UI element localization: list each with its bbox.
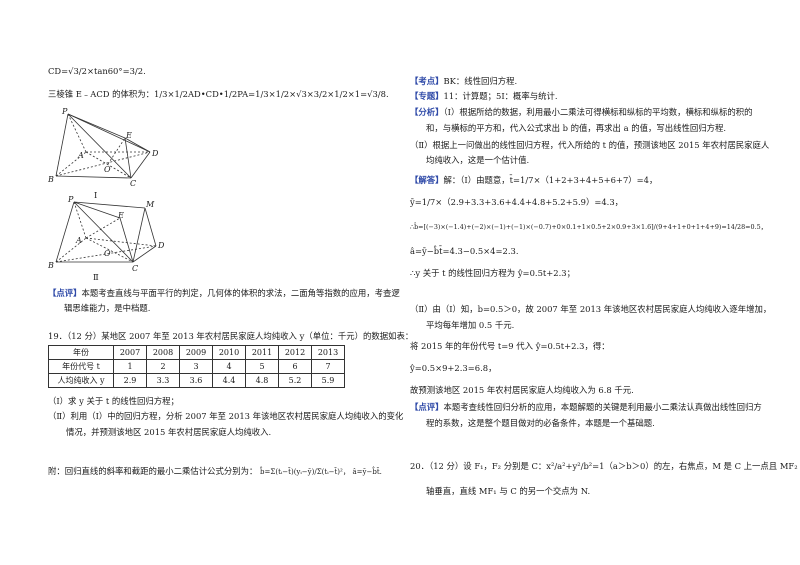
part2-line-3: 将 2015 年的年份代号 t=9 代入 ŷ=0.5t+2.3，得：: [410, 341, 610, 351]
part2-line-2: 平均每年增加 0.5 千元.: [426, 320, 515, 330]
jieda-line-1: 【解答】解：（Ⅰ）由题意，t̄=1/7×（1+2+3+4+5+6+7）=4，: [410, 175, 657, 186]
dianping-text-1: 本题考查线性回归分析的应用，本题解题的关键是利用最小二乘法认真做出线性回归方: [443, 402, 762, 412]
kaodian-text: BK：线性回归方程.: [443, 76, 518, 86]
formula-a: â=ȳ−b̂t̄.: [352, 468, 382, 476]
q19-part1: （Ⅰ）求 y 关于 t 的线性回归方程；: [48, 396, 179, 406]
table-cell: 5: [245, 359, 279, 374]
cd-equation: CD=√3/2×tan60°=3/2.: [48, 66, 146, 76]
table-cell: 2013: [311, 345, 345, 360]
fenxi-tag: 【分析】: [410, 107, 444, 117]
jieda-line-4: â=ȳ−b̂t̄=4.3−0.5×4=2.3.: [410, 246, 519, 256]
q20-line-1: 20．（12 分）设 F₁，F₂ 分别是 C：x²/a²+y²/b²=1（a＞b…: [410, 461, 800, 471]
table-cell: 4.8: [245, 373, 279, 388]
fig2-label-d: D: [157, 241, 165, 250]
table-cell: 年份代号 t: [48, 359, 114, 374]
volume-expression: 1/3×1/2AD•CD•1/2PA=1/3×1/2×√3×3/2×1/2×1=…: [153, 89, 389, 99]
table-row-years: 年份 2007 2008 2009 2010 2011 2012 2013: [48, 345, 345, 360]
table-cell: 7: [311, 359, 345, 374]
income-table: 年份 2007 2008 2009 2010 2011 2012 2013 年份…: [48, 345, 345, 388]
left-comment-text-1: 本题考查直线与平面平行的判定，几何体的体积的求法，二面角等指数的应用，考查逻: [81, 288, 400, 298]
table-cell: 6: [278, 359, 312, 374]
part2-line-4: ŷ=0.5×9+2.3=6.8，: [410, 363, 497, 373]
fig1-label-b: B: [48, 175, 54, 184]
dianping-line-2: 程的系数，这是整个题目做对的必备条件，本题是一个基础题.: [426, 418, 655, 428]
left-comment-line-1: 【点评】本题考查直线与平面平行的判定，几何体的体积的求法，二面角等指数的应用，考…: [48, 288, 400, 299]
table-row-y: 人均纯收入 y 2.9 3.3 3.6 4.4 4.8 5.2 5.9: [48, 373, 345, 388]
q19-header: 19．（12 分）某地区 2007 年至 2013 年农村居民家庭人均纯收入 y…: [48, 331, 414, 341]
fig2-label-o: O: [104, 249, 111, 258]
fenxi-line-4: 均纯收入，这是一个估计值.: [426, 155, 530, 165]
figure-2-label: Ⅱ: [93, 272, 99, 282]
table-cell: 2009: [179, 345, 213, 360]
fig1-label-c: C: [130, 179, 136, 188]
table-cell: 3.6: [179, 373, 213, 388]
figure-2-solid: P M E A O D B C: [48, 196, 165, 272]
dianping-line-1: 【点评】本题考查线性回归分析的应用，本题解题的关键是利用最小二乘法认真做出线性回…: [410, 402, 762, 413]
fenxi-line-2: 和，与横标的平方和，代入公式求出 b 的值，再求出 a 的值，写出线性回归方程.: [426, 123, 727, 133]
table-cell: 2008: [146, 345, 180, 360]
table-cell: 3.3: [146, 373, 180, 388]
kaodian-line: 【考点】BK：线性回归方程.: [410, 76, 517, 87]
q19-part2-line-1: （Ⅱ）利用（Ⅰ）中的回归方程，分析 2007 年至 2013 年该地区农村居民家…: [48, 411, 404, 421]
jieda-tag: 【解答】: [410, 175, 444, 185]
kaodian-tag: 【考点】: [410, 76, 444, 86]
fig1-label-o: O: [104, 165, 111, 174]
volume-prefix: 三棱锥 E﹣ACD 的体积为：: [48, 89, 154, 99]
left-comment-tag: 【点评】: [48, 288, 82, 298]
table-cell: 2011: [245, 345, 279, 360]
part2-line-5: 故预测该地区 2015 年农村居民家庭人均纯收入为 6.8 千元.: [410, 385, 634, 395]
table-cell: 2.9: [113, 373, 147, 388]
fenxi-line-3: （Ⅱ）根据上一问做出的线性回归方程，代入所给的 t 的值，预测该地区 2015 …: [410, 140, 770, 150]
fenxi-text-1: （Ⅰ）根据所给的数据，利用最小二乘法可得横标和纵标的平均数，横标和纵标的积的: [443, 107, 753, 117]
volume-equation: 三棱锥 E﹣ACD 的体积为：1/3×1/2AD•CD•1/2PA=1/3×1/…: [48, 89, 389, 100]
table-cell: 5.9: [311, 373, 345, 388]
formula-note-prefix: 附：回归直线的斜率和截距的最小二乘估计公式分别为：: [48, 466, 258, 476]
table-cell: 3: [179, 359, 213, 374]
fig2-label-c: C: [132, 264, 138, 272]
fig2-label-b: B: [48, 261, 54, 270]
jieda-text-1: 解：（Ⅰ）由题意，t̄=1/7×（1+2+3+4+5+6+7）=4，: [443, 175, 658, 185]
zhuanti-tag: 【专题】: [410, 91, 444, 101]
jieda-line-2: ȳ=1/7×（2.9+3.3+3.6+4.4+4.8+5.2+5.9）=4.3，: [410, 197, 624, 207]
table-cell: 年份: [48, 345, 114, 360]
fig2-label-a: A: [75, 236, 82, 245]
table-cell: 人均纯收入 y: [48, 373, 114, 388]
fig2-label-p: P: [67, 196, 74, 204]
fig1-label-d: D: [151, 149, 159, 158]
table-cell: 2012: [278, 345, 312, 360]
zhuanti-line: 【专题】11：计算题；5I：概率与统计.: [410, 91, 558, 102]
fig1-label-e: E: [125, 131, 132, 140]
fenxi-line-1: 【分析】（Ⅰ）根据所给的数据，利用最小二乘法可得横标和纵标的平均数，横标和纵标的…: [410, 107, 753, 118]
jieda-line-5: ∴y 关于 t 的线性回归方程为 ŷ=0.5t+2.3；: [410, 268, 575, 278]
part2-line-1: （Ⅱ）由（Ⅰ）知，b=0.5＞0，故 2007 年至 2013 年该地区农村居民…: [410, 304, 772, 314]
q19-part2-line-2: 情况，并预测该地区 2015 年农村居民家庭人均纯收入.: [66, 427, 272, 437]
fig2-label-e: E: [117, 211, 124, 220]
formula-note: 附：回归直线的斜率和截距的最小二乘估计公式分别为： b̂=Σ(tᵢ−t̄)(yᵢ…: [48, 466, 382, 478]
table-cell: 1: [113, 359, 147, 374]
table-cell: 5.2: [278, 373, 312, 388]
table-cell: 2: [146, 359, 180, 374]
jieda-line-3: ∴b̂=[(−3)×(−1.4)+(−2)×(−1)+(−1)×(−0.7)+0…: [410, 223, 768, 231]
left-comment-line-2: 辑思维能力，是中档题.: [64, 303, 151, 313]
fig2-label-m: M: [145, 200, 155, 209]
formula-b: b̂=Σ(tᵢ−t̄)(yᵢ−ȳ)/Σ(tᵢ−t̄)²，: [260, 468, 350, 476]
table-cell: 2007: [113, 345, 147, 360]
figure-1-pyramid: P E D A O B C: [48, 107, 159, 188]
table-cell: 4.4: [212, 373, 246, 388]
table-cell: 2010: [212, 345, 246, 360]
figure-1-label: Ⅰ: [94, 190, 98, 200]
fig1-label-p: P: [61, 107, 68, 116]
table-row-t: 年份代号 t 1 2 3 4 5 6 7: [48, 359, 345, 374]
fig1-label-a: A: [77, 151, 84, 160]
dianping-tag: 【点评】: [410, 402, 444, 412]
zhuanti-text: 11：计算题；5I：概率与统计.: [443, 91, 558, 101]
table-cell: 4: [212, 359, 246, 374]
q20-line-2: 轴垂直，直线 MF₁ 与 C 的另一个交点为 N.: [426, 486, 591, 496]
